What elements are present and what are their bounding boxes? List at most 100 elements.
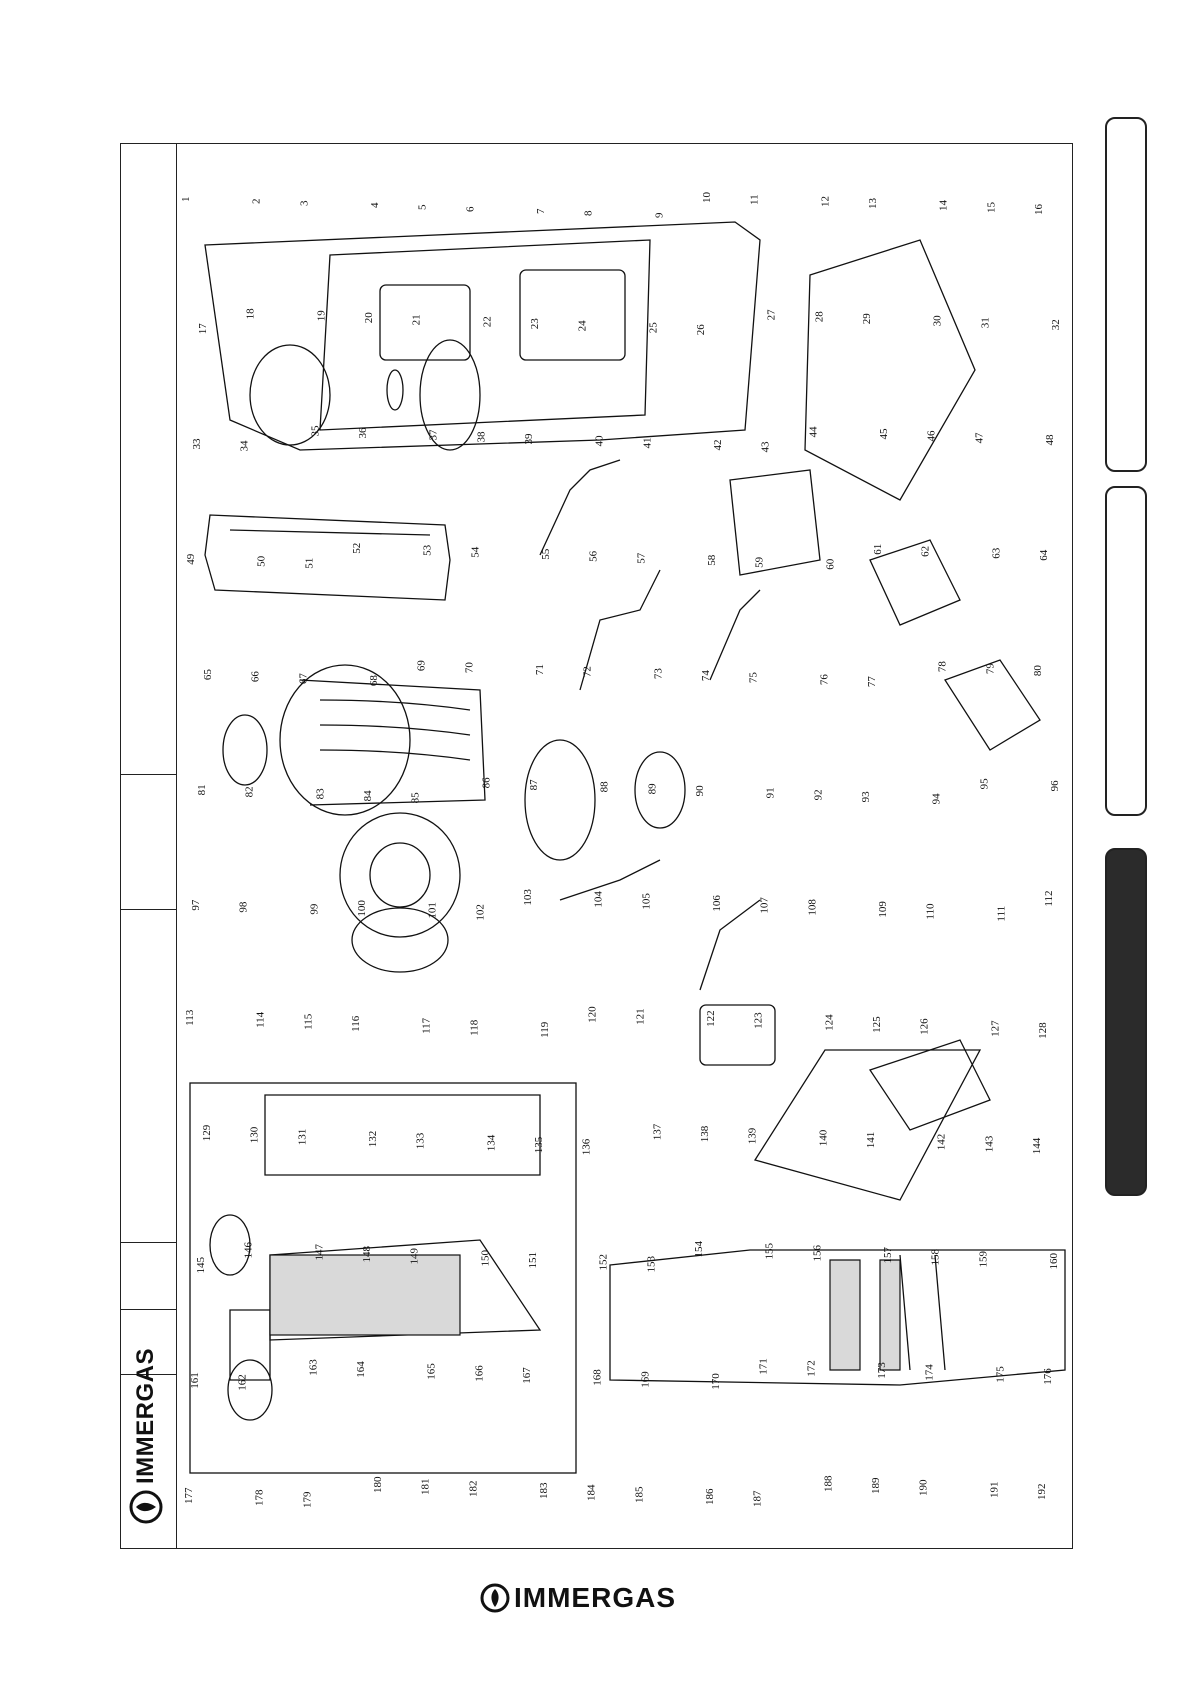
part-number-label: 48 [1044, 434, 1056, 446]
title-block-divider [121, 774, 176, 775]
section-tab-1[interactable] [1105, 117, 1147, 472]
part-number-label: 95 [978, 778, 990, 790]
part-number-label: 34 [239, 440, 251, 452]
wall-bracket [804, 239, 976, 501]
section-tab-3-active[interactable] [1105, 848, 1147, 1196]
part-number-label: 117 [421, 1017, 433, 1034]
combustion-chamber-door [339, 812, 461, 973]
part-number-label: 32 [1050, 319, 1062, 330]
part-number-label: 178 [254, 1489, 266, 1506]
part-number-label: 172 [805, 1360, 817, 1377]
part-number-label: 42 [712, 440, 724, 451]
part-number-label: 61 [872, 544, 884, 555]
part-number-label: 80 [1032, 665, 1044, 677]
part-number-label: 173 [876, 1362, 888, 1379]
part-number-label: 13 [867, 198, 879, 210]
part-number-label: 84 [362, 790, 374, 802]
part-number-label: 151 [527, 1252, 539, 1269]
section-tab-2[interactable] [1105, 486, 1147, 816]
part-number-label: 136 [581, 1138, 593, 1155]
part-number-label: 76 [818, 674, 830, 686]
part-number-label: 163 [307, 1359, 319, 1376]
part-number-label: 108 [806, 899, 818, 916]
part-number-label: 162 [237, 1374, 249, 1391]
part-number-label: 49 [185, 553, 197, 565]
part-number-label: 144 [1031, 1137, 1043, 1154]
part-number-label: 139 [747, 1127, 759, 1144]
heat-exchanger [222, 664, 486, 816]
part-number-label: 133 [415, 1132, 427, 1149]
part-number-label: 56 [588, 550, 600, 562]
part-number-label: 102 [474, 904, 486, 921]
part-number-label: 121 [634, 1008, 646, 1025]
part-number-label: 75 [748, 672, 760, 684]
part-number-label: 83 [314, 788, 326, 800]
part-number-label: 28 [813, 311, 825, 323]
hydraulic-group [729, 469, 1041, 751]
part-number-label: 134 [485, 1134, 497, 1151]
part-number-label: 109 [877, 901, 889, 918]
part-number-label: 43 [760, 441, 772, 453]
part-number-label: 174 [924, 1364, 936, 1381]
part-number-label: 120 [587, 1006, 599, 1023]
part-number-label: 71 [534, 664, 546, 675]
part-number-label: 25 [647, 322, 659, 334]
part-number-label: 124 [823, 1014, 835, 1031]
part-number-label: 66 [250, 671, 262, 683]
part-number-label: 113 [184, 1009, 196, 1026]
part-number-label: 101 [427, 902, 439, 919]
part-number-label: 122 [705, 1010, 717, 1027]
part-number-label: 96 [1049, 780, 1061, 792]
part-number-label: 2 [251, 199, 263, 205]
brand-flame-icon [480, 1583, 510, 1613]
part-number-label: 100 [356, 900, 368, 917]
part-number-label: 89 [646, 783, 658, 795]
part-number-label: 126 [919, 1018, 931, 1035]
part-number-label: 167 [521, 1367, 533, 1384]
part-number-label: 157 [882, 1247, 894, 1264]
part-number-label: 22 [481, 316, 493, 327]
water-pipes [539, 459, 761, 991]
part-number-label: 189 [870, 1477, 882, 1494]
part-number-label: 72 [582, 666, 594, 677]
part-number-label: 131 [296, 1129, 308, 1146]
part-number-label: 130 [249, 1126, 261, 1143]
part-number-label: 4 [369, 202, 381, 208]
part-number-label: 64 [1038, 549, 1050, 561]
part-number-label: 185 [633, 1486, 645, 1503]
part-number-label: 30 [932, 315, 944, 327]
part-number-label: 58 [706, 554, 718, 566]
part-number-label: 68 [368, 675, 380, 687]
footer-brand-logo: IMMERGAS [480, 1582, 676, 1614]
part-number-label: 27 [766, 309, 778, 321]
part-number-label: 50 [256, 555, 268, 567]
drawing-frame: IMMERGAS [120, 143, 1073, 1549]
part-number-label: 146 [243, 1242, 255, 1259]
part-number-label: 147 [313, 1244, 325, 1261]
part-number-label: 45 [878, 428, 890, 440]
part-number-label: 67 [297, 673, 309, 685]
footer-brand-name: IMMERGAS [514, 1582, 676, 1613]
part-number-label: 105 [640, 893, 652, 910]
part-number-label: 103 [522, 889, 534, 906]
part-number-label: 137 [651, 1123, 663, 1140]
part-number-label: 186 [704, 1488, 716, 1505]
part-number-label: 12 [819, 196, 831, 207]
part-number-label: 23 [529, 318, 541, 330]
part-number-label: 3 [298, 200, 310, 206]
part-number-label: 176 [1042, 1368, 1054, 1385]
part-number-label: 24 [577, 320, 589, 332]
brand-flame-icon [129, 1490, 163, 1524]
part-number-label: 47 [973, 432, 985, 444]
part-number-label: 90 [694, 785, 706, 797]
part-number-label: 14 [938, 200, 950, 212]
part-number-label: 7 [535, 208, 547, 214]
part-number-label: 142 [936, 1134, 948, 1151]
part-number-label: 145 [195, 1257, 207, 1274]
part-number-label: 91 [765, 787, 777, 798]
part-number-label: 20 [363, 312, 375, 324]
part-number-label: 154 [693, 1241, 705, 1258]
part-number-label: 29 [861, 313, 873, 325]
part-number-label: 190 [918, 1479, 930, 1496]
